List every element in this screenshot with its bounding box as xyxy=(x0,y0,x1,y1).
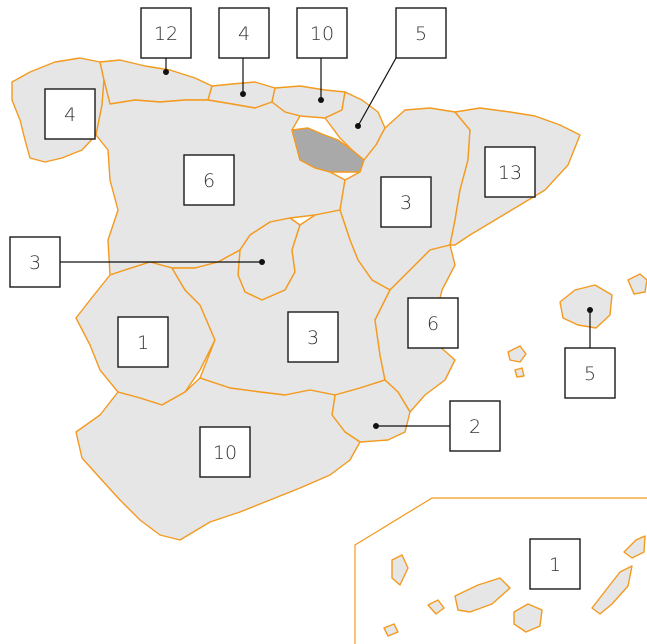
label-murcia: 2 xyxy=(449,400,501,452)
label-valencia: 6 xyxy=(407,297,459,349)
svg-text:10: 10 xyxy=(213,442,237,464)
svg-text:12: 12 xyxy=(154,23,178,45)
region-canarias-fuerteventura[interactable] xyxy=(591,565,633,615)
label-andalucia: 10 xyxy=(199,426,251,478)
label-castilla-y-leon: 6 xyxy=(183,154,235,206)
region-baleares-menorca[interactable] xyxy=(627,273,647,295)
region-canarias-lanzarote[interactable] xyxy=(623,535,646,559)
dot-asturias xyxy=(163,69,169,75)
canarias-inset-frame xyxy=(354,497,647,644)
label-aragon: 3 xyxy=(380,176,432,228)
svg-text:5: 5 xyxy=(584,363,596,385)
dot-cantabria xyxy=(240,91,246,97)
dot-navarra xyxy=(355,123,361,129)
leader-navarra xyxy=(357,57,397,127)
label-asturias: 12 xyxy=(140,7,192,59)
dot-madrid xyxy=(259,259,265,265)
label-galicia: 4 xyxy=(44,88,96,140)
svg-text:3: 3 xyxy=(307,327,319,349)
region-canarias-la-gomera[interactable] xyxy=(427,599,445,615)
svg-text:5: 5 xyxy=(415,23,427,45)
svg-text:1: 1 xyxy=(137,332,149,354)
region-baleares-ibiza[interactable] xyxy=(507,345,527,363)
label-castilla-la-mancha: 3 xyxy=(287,311,339,363)
svg-text:1: 1 xyxy=(549,554,561,576)
svg-text:3: 3 xyxy=(400,192,412,214)
svg-text:6: 6 xyxy=(203,170,215,192)
svg-text:13: 13 xyxy=(498,162,522,184)
svg-text:4: 4 xyxy=(64,104,76,126)
label-navarra: 5 xyxy=(395,7,447,59)
svg-text:10: 10 xyxy=(310,23,334,45)
region-asturias[interactable] xyxy=(99,59,213,105)
label-madrid: 3 xyxy=(9,236,61,288)
label-cantabria: 4 xyxy=(218,7,270,59)
dot-baleares xyxy=(587,307,593,313)
svg-text:4: 4 xyxy=(238,23,250,45)
dot-murcia xyxy=(373,423,379,429)
region-canarias-tenerife[interactable] xyxy=(454,577,511,613)
region-canarias-el-hierro[interactable] xyxy=(383,623,399,637)
region-baleares-mallorca[interactable] xyxy=(559,284,613,329)
region-canarias-gran-canaria[interactable] xyxy=(513,603,543,633)
region-baleares-formentera[interactable] xyxy=(514,367,525,378)
label-pais-vasco: 10 xyxy=(296,7,348,59)
label-baleares: 5 xyxy=(564,347,616,399)
svg-text:6: 6 xyxy=(427,313,439,335)
label-canarias: 1 xyxy=(529,538,581,590)
region-canarias-la-palma[interactable] xyxy=(391,554,409,586)
label-cataluna: 13 xyxy=(484,146,536,198)
svg-text:3: 3 xyxy=(29,252,41,274)
label-extremadura: 1 xyxy=(117,316,169,368)
svg-text:2: 2 xyxy=(469,416,481,438)
dot-pais-vasco xyxy=(318,97,324,103)
